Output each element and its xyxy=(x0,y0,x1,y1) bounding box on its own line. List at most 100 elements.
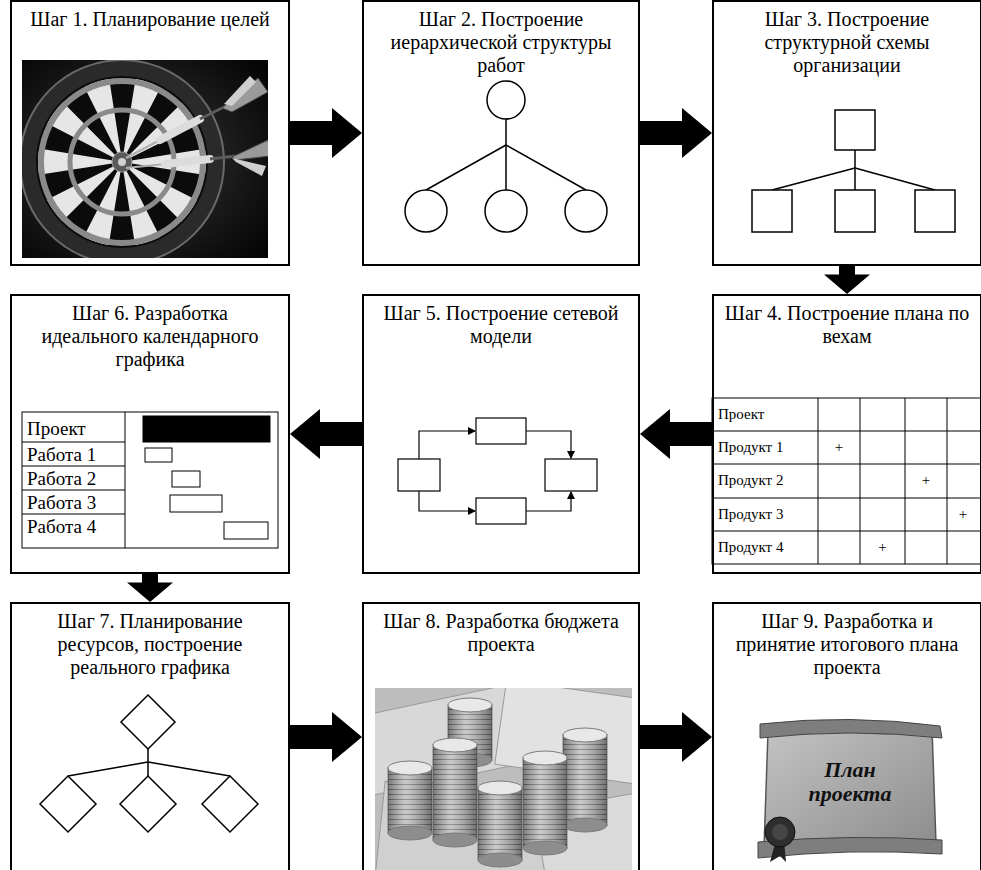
ellipse-shape xyxy=(478,781,522,795)
line-shape xyxy=(712,498,981,499)
hierarchy-tree xyxy=(405,81,607,232)
line-shape xyxy=(854,168,856,190)
rect-shape xyxy=(835,190,875,232)
circle-shape xyxy=(565,190,607,232)
polygon-shape xyxy=(232,158,266,176)
circle-shape xyxy=(118,158,126,166)
line-shape xyxy=(22,442,125,443)
step-box: Шаг 2. Построение иерархической структур… xyxy=(362,0,640,266)
rect-shape xyxy=(523,758,567,848)
milestone-table xyxy=(712,398,981,564)
rect-shape xyxy=(22,412,278,548)
rect-shape xyxy=(388,768,432,833)
rect-shape xyxy=(476,498,526,524)
step-box: Шаг 9. Разработка и принятие итогового п… xyxy=(712,602,981,870)
line-shape xyxy=(712,531,981,532)
flow-arrow xyxy=(290,108,362,158)
circle-shape xyxy=(74,114,170,210)
line-shape xyxy=(426,145,506,190)
circle-shape xyxy=(112,152,132,172)
circle-shape xyxy=(772,824,788,840)
path-shape xyxy=(764,726,936,849)
table-cell: + xyxy=(819,437,859,457)
line-shape xyxy=(947,398,948,564)
line-shape xyxy=(126,140,160,158)
line-shape xyxy=(22,514,125,515)
polyline-shape xyxy=(419,431,475,459)
flow-arrow xyxy=(824,266,870,294)
flow-arrow xyxy=(127,574,173,602)
rect-shape xyxy=(143,416,270,442)
line-shape xyxy=(772,168,855,190)
scroll-title: План проекта xyxy=(790,758,910,806)
step-title: Шаг 2. Построение иерархической структур… xyxy=(364,2,638,77)
line-shape xyxy=(712,464,981,465)
coins-photo xyxy=(375,688,632,870)
gantt-row-label: Работа 3 xyxy=(27,492,123,514)
gantt-row-label: Проект xyxy=(27,418,123,440)
circle-shape xyxy=(487,81,525,119)
line-shape xyxy=(818,398,819,564)
line-shape xyxy=(22,490,125,491)
ellipse-shape xyxy=(448,698,492,712)
ellipse-shape xyxy=(523,841,567,855)
rect-shape xyxy=(478,788,522,860)
gantt-row-label: Работа 2 xyxy=(27,468,123,490)
circle-shape xyxy=(22,60,224,258)
step-box: Шаг 4. Построение плана по вехам xyxy=(712,294,981,574)
line-shape xyxy=(506,145,586,190)
gantt-chart xyxy=(22,412,278,548)
step-title: Шаг 1. Планирование целей xyxy=(12,2,288,31)
flow-arrow xyxy=(640,712,712,762)
polygon-shape xyxy=(232,140,268,160)
line-shape xyxy=(148,762,230,776)
line-shape xyxy=(505,145,507,190)
step-box: Шаг 1. Планирование целей xyxy=(10,0,290,266)
step-box: Шаг 8. Разработка бюджета проекта xyxy=(362,602,640,870)
table-cell: Продукт 4 xyxy=(718,537,814,557)
gantt-row-label: Работа 1 xyxy=(27,444,123,466)
rect-shape xyxy=(563,735,607,825)
line-shape xyxy=(147,762,149,776)
diamond-tree xyxy=(40,695,258,832)
circle-shape xyxy=(485,190,527,232)
scroll-plan: План проекта xyxy=(750,714,950,864)
step-box: Шаг 3. Построение структурной схемы орга… xyxy=(712,0,981,266)
org-chart xyxy=(752,110,955,232)
rect-shape xyxy=(172,471,200,487)
polyline-shape xyxy=(526,492,571,511)
line-shape xyxy=(125,412,126,548)
rect-shape xyxy=(835,110,875,150)
rect-shape xyxy=(388,768,432,833)
dartboard-photo xyxy=(22,60,268,258)
polyline-shape xyxy=(526,431,571,458)
flow-arrow xyxy=(640,108,712,158)
polygon-shape xyxy=(120,776,176,832)
ellipse-shape xyxy=(563,818,607,832)
rect-shape xyxy=(523,758,567,848)
ellipse-shape xyxy=(523,751,567,765)
polyline-shape xyxy=(419,491,475,511)
rect-shape xyxy=(224,522,268,539)
circle-shape xyxy=(765,817,795,847)
line-shape xyxy=(712,431,981,432)
step-title: Шаг 5. Построение сетевой модели xyxy=(364,296,638,348)
rect-shape xyxy=(433,745,477,840)
table-cell: Продукт 1 xyxy=(718,437,814,457)
network-model xyxy=(398,418,597,524)
flow-arrow xyxy=(290,409,362,459)
ellipse-shape xyxy=(478,853,522,867)
ellipse-shape xyxy=(433,738,477,752)
ellipse-shape xyxy=(388,761,432,775)
polygon-shape xyxy=(224,76,256,106)
ellipse-shape xyxy=(563,728,607,742)
rect-shape xyxy=(563,735,607,825)
step-title: Шаг 8. Разработка бюджета проекта xyxy=(364,604,638,656)
line-shape xyxy=(855,168,935,190)
line-shape xyxy=(22,466,125,467)
step-box: Шаг 5. Построение сетевой модели xyxy=(362,294,640,574)
table-cell: + xyxy=(906,470,946,490)
